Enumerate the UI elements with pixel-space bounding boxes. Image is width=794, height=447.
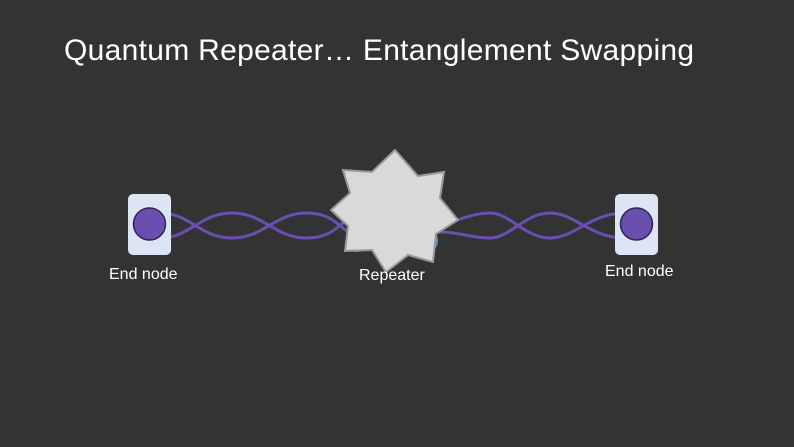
end-node-left — [128, 194, 171, 255]
end-node-right — [615, 194, 658, 255]
wave-strand — [159, 211, 353, 240]
entanglement-link-right — [439, 211, 626, 240]
wave-strand — [439, 211, 626, 240]
slide-title: Quantum Repeater… Entanglement Swapping — [64, 34, 695, 67]
repeater-burst-icon — [329, 148, 460, 274]
qubit-icon — [619, 207, 654, 241]
end-node-left-label: End node — [109, 266, 178, 283]
entanglement-link-left — [159, 211, 353, 240]
repeater-label: Repeater — [359, 267, 425, 284]
qubit-icon — [132, 207, 167, 241]
end-node-right-label: End node — [605, 263, 674, 280]
wave-strand — [439, 211, 626, 240]
wave-strand — [159, 211, 353, 240]
